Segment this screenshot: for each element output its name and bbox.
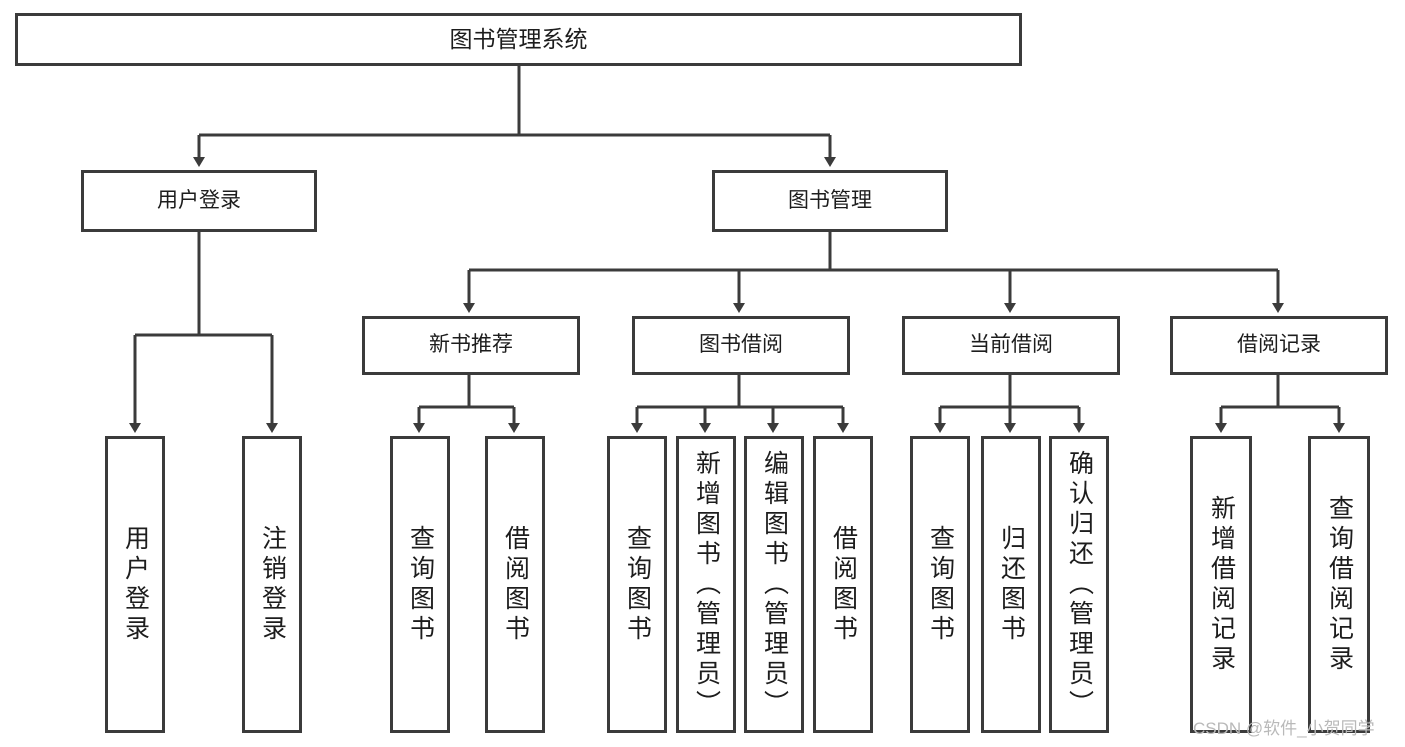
leaf-current-query-book[interactable]: 查询图书 bbox=[910, 436, 970, 733]
node-label: 当前借阅 bbox=[969, 333, 1053, 357]
node-label: 归还图书 bbox=[997, 524, 1026, 645]
node-label: 图书借阅 bbox=[699, 333, 783, 357]
leaf-recommend-borrow-book[interactable]: 借阅图书 bbox=[485, 436, 545, 733]
leaf-record-add[interactable]: 新增借阅记录 bbox=[1190, 436, 1252, 733]
leaf-record-query[interactable]: 查询借阅记录 bbox=[1308, 436, 1370, 733]
node-label: 借阅记录 bbox=[1237, 333, 1321, 357]
leaf-logout[interactable]: 注销登录 bbox=[242, 436, 302, 733]
node-borrow-record[interactable]: 借阅记录 bbox=[1170, 316, 1388, 375]
node-label: 查询图书 bbox=[406, 524, 435, 645]
node-label: 用户登录 bbox=[157, 188, 241, 212]
node-label: 新书推荐 bbox=[429, 333, 513, 357]
node-root-system[interactable]: 图书管理系统 bbox=[15, 13, 1022, 66]
node-current-borrow[interactable]: 当前借阅 bbox=[902, 316, 1120, 375]
leaf-current-return-book[interactable]: 归还图书 bbox=[981, 436, 1041, 733]
node-label: 编辑图书（管理员） bbox=[760, 449, 789, 720]
node-user-login[interactable]: 用户登录 bbox=[81, 170, 317, 232]
node-label: 借阅图书 bbox=[829, 524, 858, 645]
node-book-borrow[interactable]: 图书借阅 bbox=[632, 316, 850, 375]
leaf-borrow-edit-book[interactable]: 编辑图书（管理员） bbox=[744, 436, 804, 733]
node-label: 确认归还（管理员） bbox=[1065, 449, 1094, 720]
node-label: 查询借阅记录 bbox=[1325, 494, 1354, 675]
node-label: 用户登录 bbox=[121, 524, 150, 645]
node-label: 新增图书（管理员） bbox=[692, 449, 721, 720]
leaf-current-confirm-return[interactable]: 确认归还（管理员） bbox=[1049, 436, 1109, 733]
leaf-recommend-query-book[interactable]: 查询图书 bbox=[390, 436, 450, 733]
leaf-borrow-add-book[interactable]: 新增图书（管理员） bbox=[676, 436, 736, 733]
node-label: 查询图书 bbox=[623, 524, 652, 645]
node-book-management[interactable]: 图书管理 bbox=[712, 170, 948, 232]
leaf-user-login[interactable]: 用户登录 bbox=[105, 436, 165, 733]
node-label: 注销登录 bbox=[258, 524, 287, 645]
node-label: 借阅图书 bbox=[501, 524, 530, 645]
node-label: 新增借阅记录 bbox=[1207, 494, 1236, 675]
node-label: 图书管理 bbox=[788, 188, 872, 212]
node-label: 图书管理系统 bbox=[449, 26, 588, 53]
leaf-borrow-borrow-book[interactable]: 借阅图书 bbox=[813, 436, 873, 733]
node-label: 查询图书 bbox=[926, 524, 955, 645]
node-new-book-recommend[interactable]: 新书推荐 bbox=[362, 316, 580, 375]
leaf-borrow-query-book[interactable]: 查询图书 bbox=[607, 436, 667, 733]
